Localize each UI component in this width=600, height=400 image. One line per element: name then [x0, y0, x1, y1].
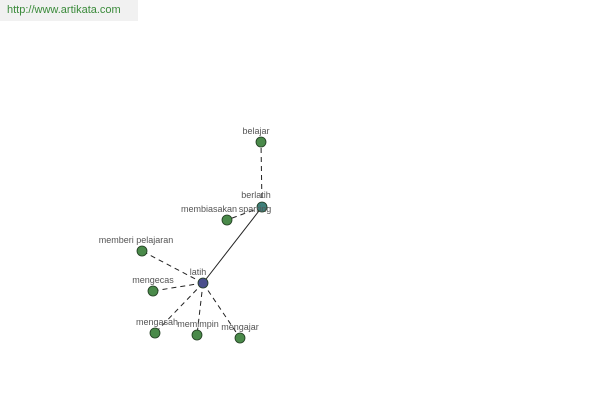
label-mengecas: mengecas — [132, 275, 174, 285]
edge-berlatih-membiasakan — [226, 206, 263, 221]
node-latih[interactable] — [197, 277, 209, 289]
node-berlatih[interactable] — [256, 201, 268, 213]
label-memberi-pelajaran: memberi pelajaran — [99, 235, 174, 245]
label-latih: latih — [190, 267, 207, 277]
source-link[interactable]: http://www.artikata.com — [7, 4, 121, 16]
node-mengecas[interactable] — [147, 285, 159, 297]
graph-nodes — [136, 136, 268, 344]
label-belajar: belajar — [242, 126, 269, 136]
edge-latih-memberi_pelajaran — [141, 250, 204, 284]
label-sparring: sparring — [239, 204, 272, 214]
edge-latih-mengajar — [202, 282, 241, 339]
edge-latih-mengasah — [154, 282, 204, 334]
node-belajar[interactable] — [255, 136, 267, 148]
edge-latih-berlatih — [202, 206, 263, 284]
edge-berlatih-belajar — [260, 141, 263, 208]
label-mengajar: mengajar — [221, 322, 259, 332]
node-membiasakan[interactable] — [221, 214, 233, 226]
label-mengasah: mengasah — [136, 317, 178, 327]
node-mengajar[interactable] — [234, 332, 246, 344]
node-memberi-pelajaran[interactable] — [136, 245, 148, 257]
node-mengasah[interactable] — [149, 327, 161, 339]
source-bar: http://www.artikata.com — [0, 0, 138, 21]
label-memimpin: memimpin — [177, 319, 219, 329]
node-memimpin[interactable] — [191, 329, 203, 341]
graph-edges — [141, 141, 263, 339]
label-membiasakan: membiasakan — [181, 204, 237, 214]
label-berlatih: berlatih — [241, 190, 271, 200]
